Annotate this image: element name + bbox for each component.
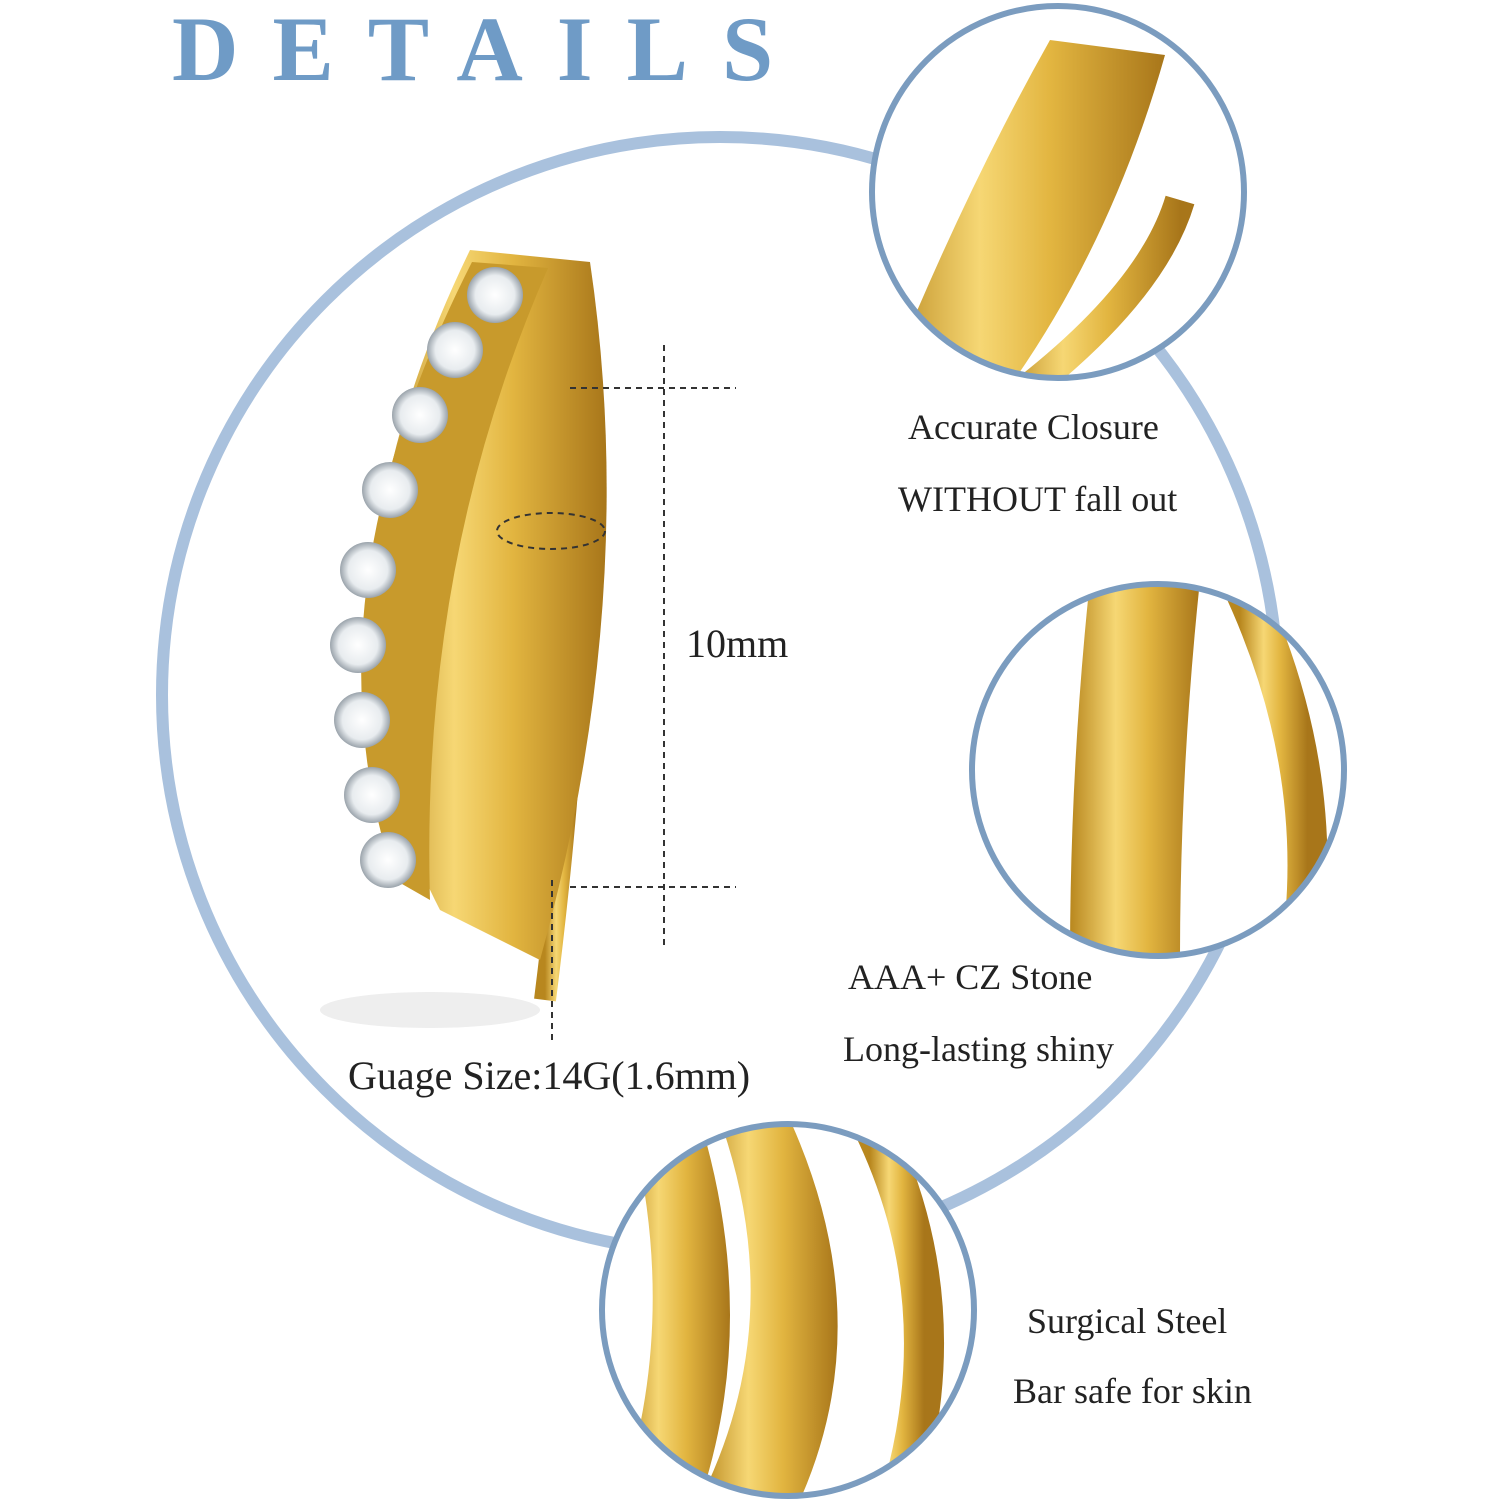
stone-label-line1: AAA+ CZ Stone	[848, 957, 1093, 997]
belly-ring-image	[320, 250, 607, 1028]
detail-circle-stone	[969, 581, 1347, 959]
steel-label-line1: Surgical Steel	[1027, 1301, 1228, 1341]
gauge-label: Guage Size:14G(1.6mm)	[348, 1053, 751, 1098]
closure-label-line1: Accurate Closure	[908, 407, 1159, 447]
detail-steel	[602, 1124, 974, 1496]
cz-stone	[330, 617, 386, 673]
page-title: DETAILS	[172, 0, 808, 100]
height-label: 10mm	[686, 621, 789, 666]
cz-stone	[360, 832, 416, 888]
cz-stone	[427, 322, 483, 378]
cz-stone	[340, 542, 396, 598]
closure-label-line2: WITHOUT fall out	[898, 479, 1178, 519]
cz-stone	[467, 267, 523, 323]
cz-stone	[392, 387, 448, 443]
cz-stone	[334, 692, 390, 748]
cz-stone	[344, 767, 400, 823]
detail-circle-steel	[599, 1121, 977, 1499]
detail-stone	[972, 584, 1344, 956]
measurement-lines	[551, 345, 736, 1040]
detail-closure	[872, 6, 1244, 378]
stone-label-line2: Long-lasting shiny	[843, 1029, 1114, 1069]
detail-circle-closure	[869, 3, 1247, 381]
cz-stone	[362, 462, 418, 518]
steel-label-line2: Bar safe for skin	[1013, 1371, 1252, 1411]
